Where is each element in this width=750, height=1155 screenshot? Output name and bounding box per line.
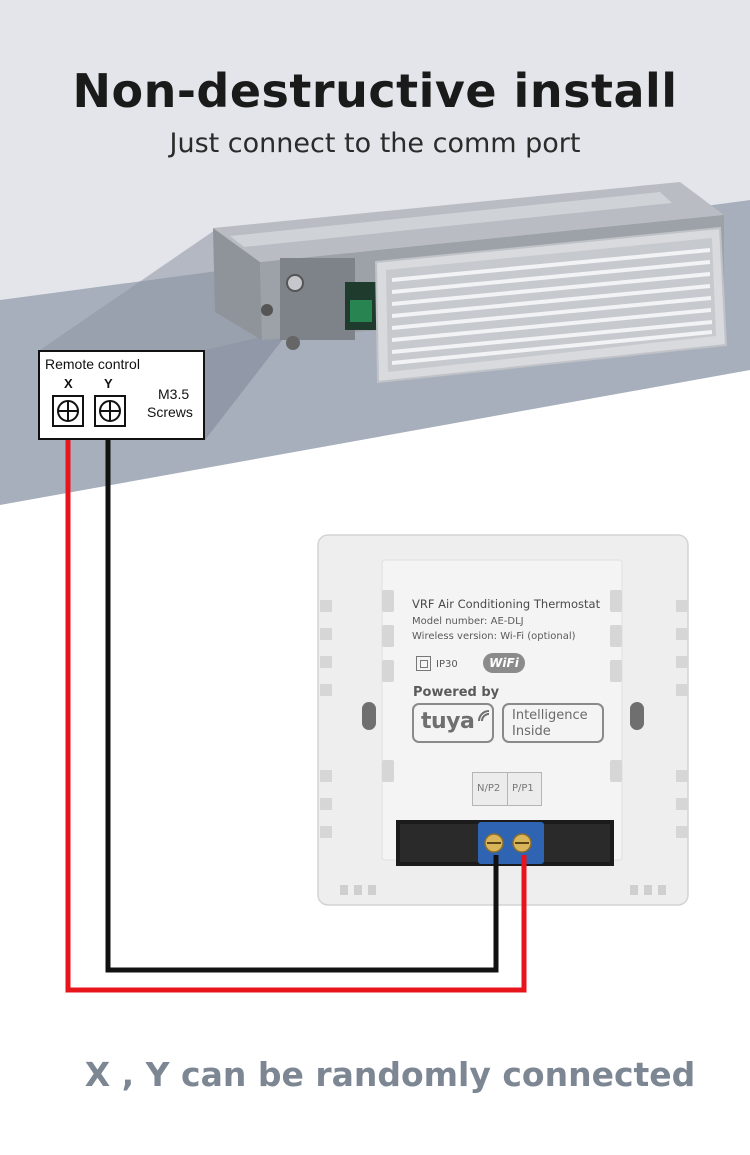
inside-label: Inside — [512, 724, 551, 739]
model-number-label: Model number: AE-DLJ — [412, 616, 524, 627]
screw-terminal-y-icon — [94, 395, 126, 427]
intelligence-inside-badge: Intelligence Inside — [502, 703, 604, 743]
projection-beam-shadow — [205, 330, 290, 440]
tuya-signal-icon — [478, 710, 490, 722]
tuya-logo: tuya — [412, 703, 494, 743]
wifi-badge: WiFi — [483, 653, 525, 673]
tuya-wordmark: tuya — [421, 709, 475, 734]
wire-black — [105, 420, 499, 973]
thermostat-terminal-block — [478, 822, 544, 864]
product-title-label: VRF Air Conditioning Thermostat — [412, 597, 601, 611]
footer-caption: X , Y can be randomly connected — [84, 1055, 696, 1094]
screw-terminal-x-icon — [52, 395, 84, 427]
ducted-ac-unit — [213, 182, 728, 384]
remote-control-label: Remote control — [45, 356, 140, 372]
page-title: Non-destructive install — [72, 64, 678, 118]
page-subtitle: Just connect to the comm port — [169, 128, 581, 159]
wiring — [65, 420, 527, 993]
screws-label: Screws — [147, 404, 193, 420]
ip-rating-icon — [416, 656, 431, 671]
wire-red — [65, 420, 527, 993]
terminal-np2-label: N/P2 — [477, 783, 501, 794]
terminal-marking-box: N/P2 P/P1 — [472, 772, 542, 806]
terminal-y-label: Y — [104, 376, 113, 391]
screw-size-label: M3.5 — [158, 386, 190, 402]
wireless-version-label: Wireless version: Wi-Fi (optional) — [412, 631, 576, 642]
ip-rating-label: IP30 — [436, 659, 458, 670]
powered-by-label: Powered by — [413, 685, 500, 700]
terminal-pp1-label: P/P1 — [512, 783, 534, 794]
intelligence-label: Intelligence — [512, 708, 588, 723]
remote-control-terminal-box: Remote control X Y M3.5 Screws — [38, 350, 205, 440]
terminal-x-label: X — [64, 376, 73, 391]
